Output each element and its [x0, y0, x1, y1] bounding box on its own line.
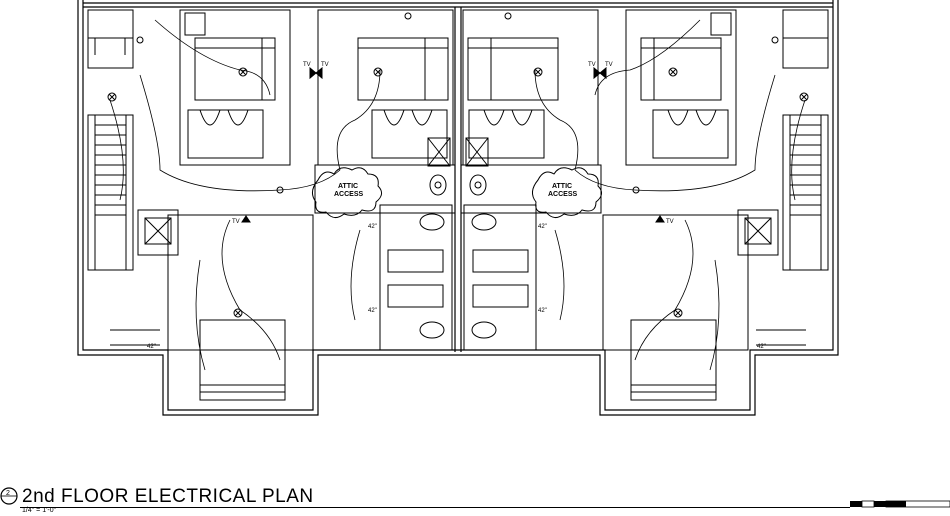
sheet-scale: 1/4" = 1'-0" [22, 507, 57, 514]
ceiling-light-icon [238, 67, 248, 77]
ceiling-light-icon [107, 92, 117, 102]
bedroom-2 [317, 9, 454, 166]
ceiling-light-icon [673, 308, 683, 318]
title-block: 2 2nd FLOOR ELECTRICAL PLAN 1/4" = 1'-0" [0, 484, 950, 516]
height-label: 42" [538, 308, 547, 314]
height-label: 42" [147, 344, 156, 350]
ceiling-light-icon [504, 12, 512, 20]
ceiling-light-icon [474, 181, 482, 189]
ceiling-light-icon [276, 186, 284, 194]
bedroom-1 [179, 9, 291, 166]
attic-access-label-right-line2: ACCESS [548, 191, 578, 198]
tv-label: TV [666, 219, 674, 225]
attic-access-label-left-line2: ACCESS [334, 191, 364, 198]
detail-number: 2 [6, 490, 10, 497]
bedroom-3 [167, 214, 314, 351]
left-unit [87, 9, 456, 401]
ceiling-light-icon [799, 92, 809, 102]
ceiling-light-icon [233, 308, 243, 318]
tv-label: TV [321, 62, 329, 68]
light-fixtures [107, 12, 809, 318]
closet-top-left [87, 9, 134, 69]
ceiling-light-icon [533, 67, 543, 77]
attic-access-cloud-right [532, 167, 602, 218]
tv-label: TV [605, 62, 613, 68]
tv-label: TV [232, 219, 240, 225]
ceiling-light-icon [632, 186, 640, 194]
ceiling-light-icon [404, 12, 412, 20]
bed-1 [194, 37, 276, 101]
height-label: 42" [538, 224, 547, 230]
stair-left [87, 114, 134, 271]
tv-outlet-icon [241, 66, 665, 223]
ceiling-light-icon [434, 181, 442, 189]
floor-plan-drawing: ATTIC ACCESS ATTIC ACCESS TV TV TV TV TV… [77, 0, 839, 416]
ceiling-light-icon [668, 67, 678, 77]
exterior-walls [77, 0, 839, 416]
tv-label: TV [303, 62, 311, 68]
title-underline [20, 507, 850, 508]
height-label: 42" [368, 224, 377, 230]
height-label: 42" [757, 344, 766, 350]
sheet-title: 2nd FLOOR ELECTRICAL PLAN [22, 486, 314, 507]
detail-number-tag: 2 [0, 487, 18, 505]
attic-access-label-left-line1: ATTIC [338, 183, 358, 190]
attic-access-cloud-left [312, 167, 382, 218]
graphic-scale-bar [850, 500, 950, 508]
circuit-wiring [109, 19, 806, 371]
ceiling-light-icon [136, 36, 144, 44]
tv-label: TV [588, 62, 596, 68]
attic-access-label-right-line1: ATTIC [552, 183, 572, 190]
right-unit [460, 9, 829, 401]
ceiling-light-icon [373, 67, 383, 77]
ceiling-light-icon [771, 36, 779, 44]
bathroom-left [379, 204, 453, 351]
height-label: 42" [368, 308, 377, 314]
